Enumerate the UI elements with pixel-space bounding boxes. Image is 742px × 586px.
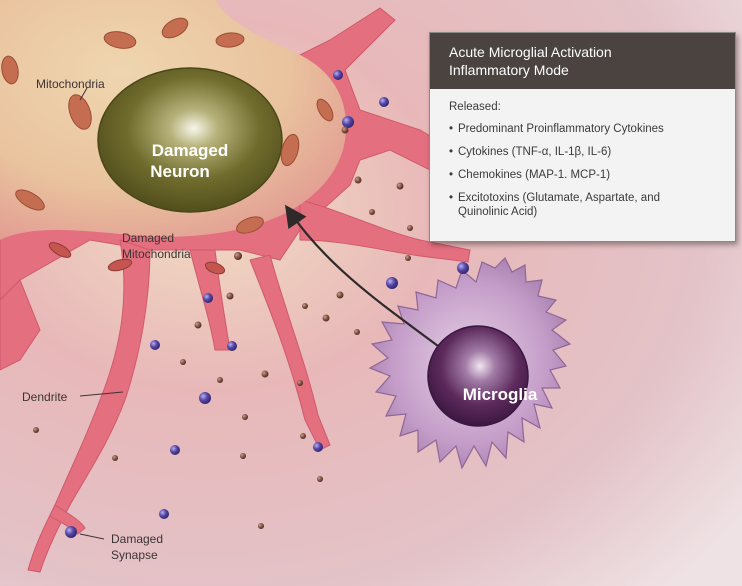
info-box-header: Acute Microglial Activation Inflammatory… — [430, 33, 735, 89]
info-box-title-line2: Inflammatory Mode — [449, 62, 569, 78]
mitochondria-group — [1, 17, 334, 234]
info-box: Acute Microglial Activation Inflammatory… — [429, 32, 736, 242]
damaged-synapse-label-line2: Synapse — [111, 548, 158, 562]
released-label: Released: — [449, 101, 501, 113]
damaged-synapse-label-line1: Damaged — [111, 532, 163, 546]
dendrite-label: Dendrite — [22, 390, 68, 404]
damaged-mitochondria-label-line2: Mitochondria — [122, 247, 191, 261]
released-item-line2: Quinolinic Acid) — [458, 206, 538, 218]
activation-arrow — [285, 204, 439, 347]
mitochondria-label: Mitochondria — [36, 77, 105, 91]
damaged-mitochondria-label-line1: Damaged — [122, 231, 174, 245]
released-particles — [33, 70, 469, 538]
released-item: Cytokines (TNF-α, IL-1β, IL-6) — [449, 145, 725, 159]
released-list: Predominant Proinflammatory Cytokines Cy… — [449, 122, 725, 219]
released-item: Predominant Proinflammatory Cytokines — [449, 122, 725, 136]
released-item: Chemokines (MAP-1. MCP-1) — [449, 168, 725, 182]
info-box-body: Released: Predominant Proinflammatory Cy… — [430, 89, 735, 219]
released-item: Excitotoxins (Glutamate, Aspartate, andQ… — [449, 191, 725, 219]
released-item-line1: Excitotoxins (Glutamate, Aspartate, and — [458, 192, 660, 204]
microglia-nucleus — [427, 325, 529, 427]
neuron-label-line2: Neuron — [150, 162, 210, 181]
neuron-label-line1: Damaged — [152, 141, 229, 160]
microglia-label: Microglia — [463, 385, 538, 404]
label-leader-lines — [79, 87, 124, 540]
microglia-cell — [368, 256, 572, 470]
damaged-mitochondria-group — [48, 242, 226, 275]
neuron-nucleus — [97, 67, 283, 213]
info-box-title-line1: Acute Microglial Activation — [449, 44, 612, 60]
